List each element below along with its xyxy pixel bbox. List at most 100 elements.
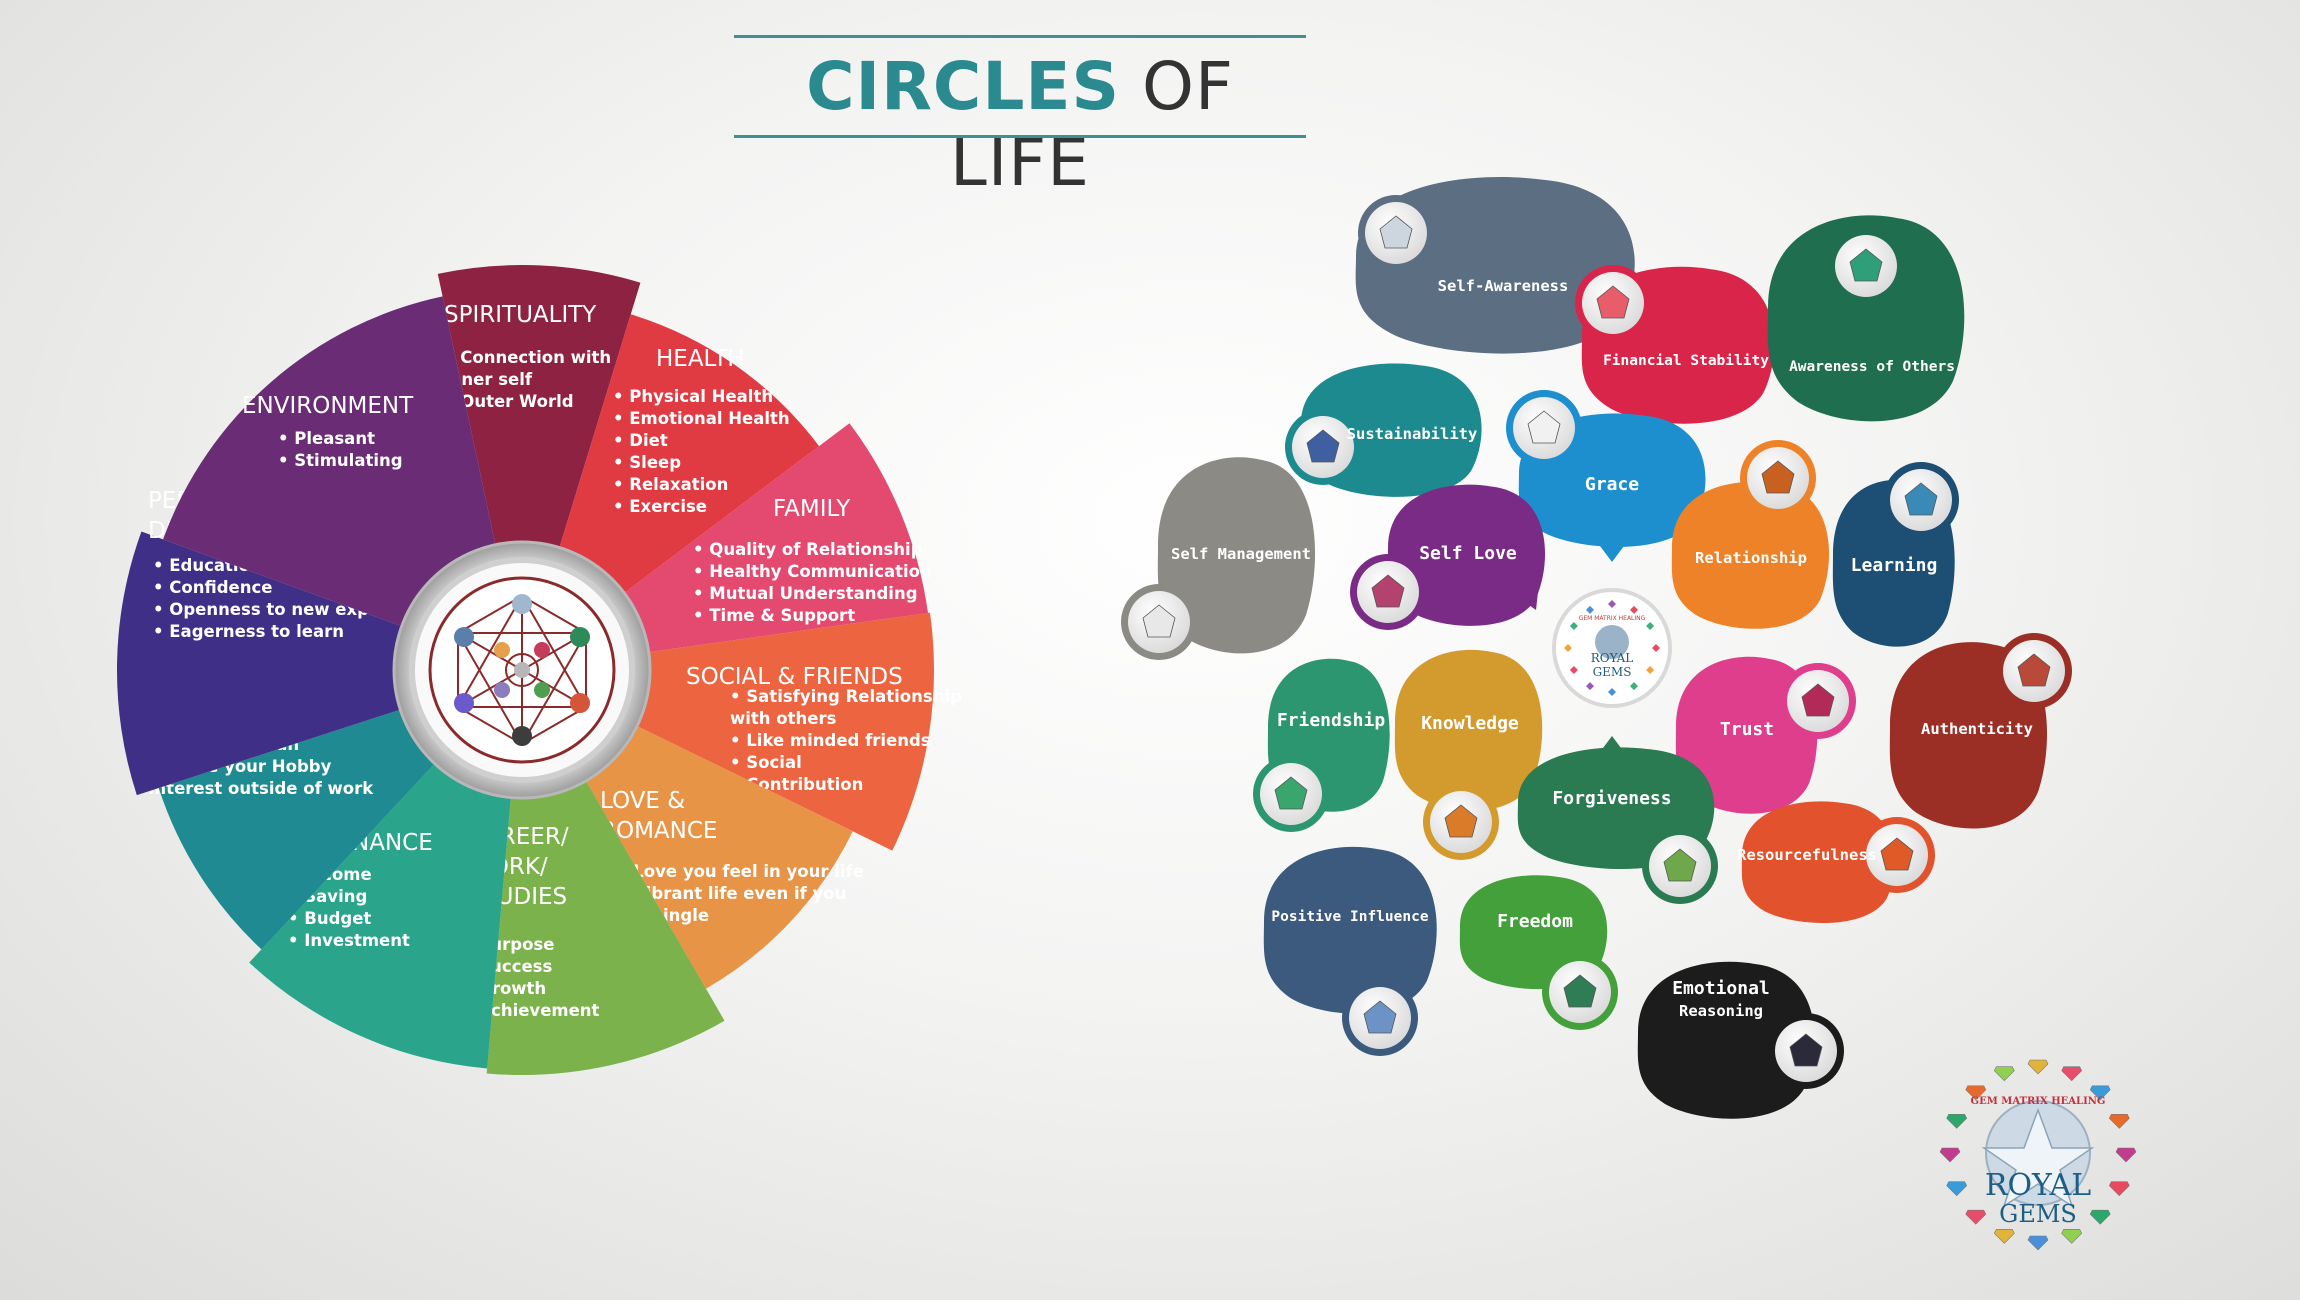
logo-gem-icon <box>1993 1066 2015 1082</box>
logo-gem-icon <box>2089 1085 2111 1101</box>
value-label: Self-Awareness <box>1438 277 1569 295</box>
pearl-icon <box>1527 410 1561 444</box>
badge-gem-icon <box>1569 622 1578 630</box>
segment-item: • Stimulating <box>278 451 403 470</box>
segment-item: • Interest outside of work <box>132 779 374 798</box>
logo-tagline: GEM MATRIX HEALING <box>1971 1096 2106 1107</box>
value-blob <box>1157 457 1316 654</box>
segment-item: • Connection with <box>444 348 611 367</box>
quartz-icon <box>1142 604 1176 638</box>
ruby-icon <box>1801 683 1835 717</box>
badge-gem-icon <box>1586 682 1594 691</box>
value-label: Friendship <box>1277 710 1386 731</box>
sapphire-icon <box>1306 429 1340 463</box>
logo-gem-icon <box>2108 1114 2130 1129</box>
logo-gem-icon <box>2089 1209 2111 1225</box>
jasper-icon <box>2017 653 2051 687</box>
badge-gem-icon <box>1630 682 1638 691</box>
badge-gem-icon <box>1630 605 1638 614</box>
tourmaline-icon <box>1371 574 1405 608</box>
segment-item: • Healthy Communication <box>693 562 932 581</box>
wheel-hub <box>392 540 652 800</box>
value-label: Positive Influence <box>1271 909 1428 925</box>
segment-title: HEALTH <box>656 346 745 372</box>
value-node: Friendship <box>1253 658 1390 832</box>
center-badge: GEM MATRIX HEALING ROYAL GEMS <box>1552 588 1672 708</box>
segment-item: • Diet <box>613 431 668 450</box>
value-label: Trust <box>1720 719 1774 740</box>
obsidian-icon <box>1789 1033 1823 1067</box>
segment-title: LOVE & <box>600 788 685 814</box>
segment-item: • Pleasant <box>278 429 375 448</box>
logo-line1: ROYAL <box>1985 1168 2091 1203</box>
value-label: Self Love <box>1419 543 1517 564</box>
segment-item: • Time & Support <box>693 606 855 625</box>
badge-line2: ROYAL <box>1591 651 1634 665</box>
value-blob <box>1767 215 1965 422</box>
logo-gem-icon <box>1993 1229 2015 1244</box>
badge-gem-icon <box>1608 600 1616 608</box>
segment-item: • Emotional Health <box>613 409 790 428</box>
badge-tagline: GEM MATRIX HEALING <box>1579 615 1646 622</box>
segment-item: • Vibrant life even if you <box>617 884 846 903</box>
logo-gem-ring <box>1939 1059 2137 1251</box>
hub-gems <box>454 594 590 746</box>
segment-item: • Relaxation <box>613 475 728 494</box>
badge-gem-icon <box>1652 644 1660 652</box>
value-node: Knowledge <box>1394 649 1543 860</box>
title-rule-top <box>734 35 1306 38</box>
value-blob <box>1387 484 1546 626</box>
logo-gem-icon <box>1946 1181 1968 1197</box>
value-node: Self-Awareness <box>1355 177 1635 354</box>
value-node: Sustainability <box>1285 363 1482 497</box>
value-node: Learning <box>1832 462 1959 647</box>
segment-item: • Mutual Understanding <box>693 584 918 603</box>
segment-item: • Investment <box>288 931 410 950</box>
value-label: Financial Stability <box>1603 353 1769 369</box>
badge-gem-icon <box>1586 605 1594 614</box>
logo-gem-icon <box>2108 1181 2130 1197</box>
logo-gem-icon <box>2061 1229 2083 1244</box>
value-node: Relationship <box>1671 440 1830 629</box>
value-node: Self Management <box>1121 457 1316 660</box>
value-node: Self Love <box>1350 484 1546 630</box>
badge-line3: GEMS <box>1593 665 1632 679</box>
segment-item: • Sleep <box>613 453 681 472</box>
logo-gem-icon <box>1965 1209 1987 1225</box>
value-label: Self Management <box>1171 545 1311 563</box>
value-node: Forgiveness <box>1517 747 1718 904</box>
value-label: Forgiveness <box>1552 788 1671 809</box>
value-blob <box>1671 481 1830 629</box>
logo-gem-icon <box>2027 1235 2049 1251</box>
value-blob <box>1741 801 1896 924</box>
pointer-arrows <box>1520 546 1700 752</box>
title-rule-bottom <box>734 135 1306 138</box>
segment-title: SOCIAL & FRIENDS <box>686 664 903 690</box>
badge-gem-icon <box>1564 644 1572 652</box>
badge-gem-icon <box>1646 666 1655 674</box>
value-node: Positive Influence <box>1263 846 1437 1056</box>
badge-gem-icon <box>1646 622 1655 630</box>
segment-item: inner self <box>444 370 533 389</box>
value-label: Emotional <box>1672 978 1770 999</box>
value-label: Learning <box>1851 555 1938 576</box>
wheel-segment <box>116 531 522 796</box>
segment-item: • Quality of Relationship <box>693 540 923 559</box>
segment-title: FAMILY <box>773 496 851 522</box>
segment-title: SPIRITUALITY <box>444 302 597 328</box>
value-node: Awareness of Others <box>1767 215 1965 422</box>
segment-title: ENVIRONMENT <box>242 393 414 419</box>
title-block: CIRCLES OF LIFE <box>734 35 1306 201</box>
segment-item: • Budget <box>288 909 371 928</box>
segment-item: • Love you feel in your life <box>617 862 864 881</box>
value-node: Financial Stability <box>1575 265 1775 424</box>
royal-gems-logo: GEM MATRIX HEALING ROYAL GEMS <box>1939 1059 2137 1251</box>
segment-item: with others <box>730 709 837 728</box>
value-blob <box>1637 961 1815 1119</box>
value-node: Grace <box>1506 390 1706 547</box>
value-label: Awareness of Others <box>1789 359 1955 375</box>
value-label-line2: Reasoning <box>1679 1002 1763 1020</box>
value-label: Knowledge <box>1421 713 1519 734</box>
segment-item: • Physical Health <box>613 387 773 406</box>
